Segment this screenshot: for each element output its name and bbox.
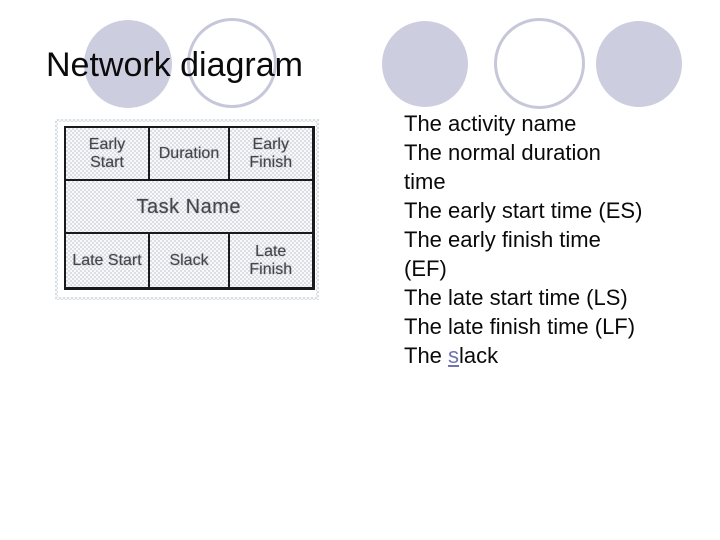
node-cell-duration: Duration bbox=[148, 126, 230, 181]
activity-node-table: Early Start Duration Early Finish Task N… bbox=[64, 126, 315, 290]
definitions-text-block: The activity name The normal duration ti… bbox=[404, 109, 694, 370]
decorative-circle-filled bbox=[596, 21, 682, 107]
text-line: The early start time (ES) bbox=[404, 198, 643, 223]
text-line: The normal duration bbox=[404, 140, 601, 165]
text-line: The early finish time bbox=[404, 227, 601, 252]
text-line: time bbox=[404, 169, 446, 194]
decorative-circle-filled bbox=[84, 20, 172, 108]
node-cell-task-name: Task Name bbox=[64, 179, 314, 234]
node-cell-late-finish: Late Finish bbox=[228, 232, 314, 290]
text-line: The activity name bbox=[404, 111, 577, 136]
node-row-task-name: Task Name bbox=[64, 179, 314, 234]
decorative-circle-outlined bbox=[494, 18, 585, 109]
node-row-early: Early Start Duration Early Finish bbox=[64, 126, 314, 181]
text-line: The late finish time (LF) bbox=[404, 314, 636, 339]
decorative-circle-outlined bbox=[187, 18, 277, 108]
node-cell-early-finish: Early Finish bbox=[228, 126, 314, 181]
node-cell-early-start: Early Start bbox=[64, 126, 150, 181]
slide-title: Network diagram bbox=[46, 46, 303, 84]
node-cell-late-start: Late Start bbox=[64, 232, 150, 290]
slack-prefix: The bbox=[404, 343, 449, 368]
decorative-circle-filled bbox=[382, 21, 468, 107]
node-row-late: Late Start Slack Late Finish bbox=[64, 232, 314, 290]
activity-node-image: Early Start Duration Early Finish Task N… bbox=[55, 119, 319, 300]
text-line-slack: The slack bbox=[404, 341, 694, 370]
text-line: The late start time (LS) bbox=[404, 285, 628, 310]
slack-rest: lack bbox=[459, 343, 499, 368]
node-cell-slack: Slack bbox=[148, 232, 230, 290]
text-line: (EF) bbox=[404, 256, 447, 281]
slack-link[interactable]: s bbox=[448, 343, 460, 368]
